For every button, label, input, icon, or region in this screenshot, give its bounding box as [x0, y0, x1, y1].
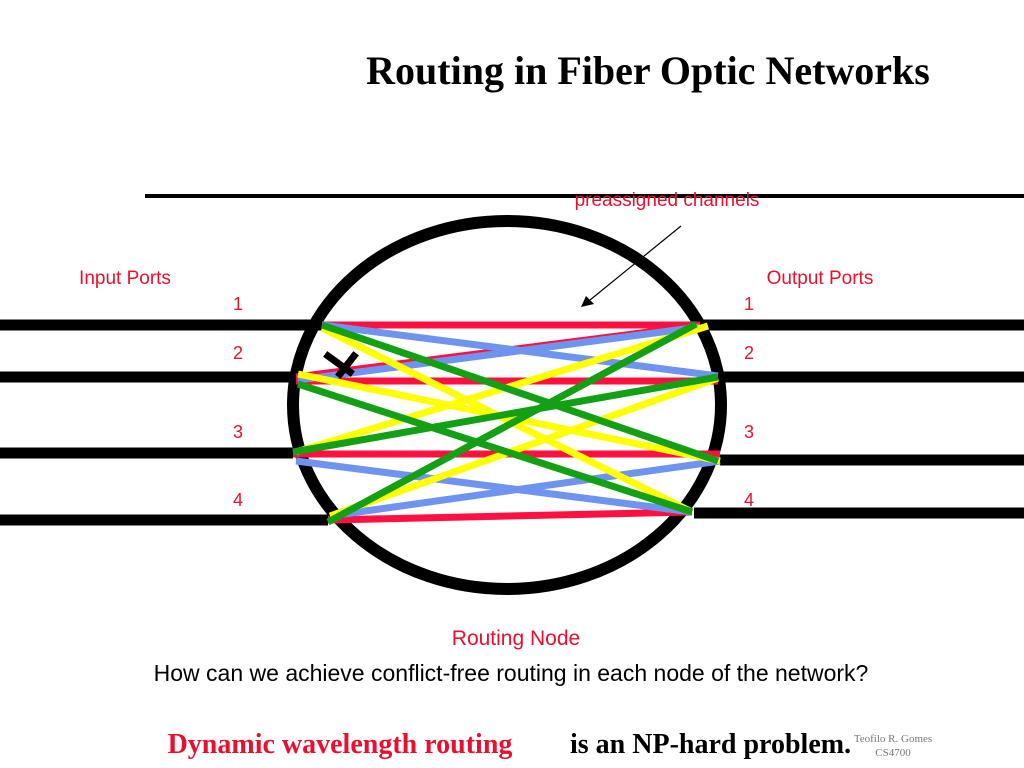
channel-green	[292, 373, 719, 456]
channel-blue	[295, 457, 693, 516]
conflict-marker	[323, 351, 359, 379]
output-ports-label: Output Ports	[767, 268, 874, 289]
channel-green	[320, 321, 720, 465]
input-port-number: 3	[233, 422, 243, 442]
wavelength-channels	[292, 320, 721, 526]
input-fibers	[0, 319, 328, 526]
channel-blue	[329, 457, 721, 520]
preassigned-channels-label: preassigned channels	[575, 190, 760, 211]
input-port-number: 1	[233, 294, 243, 314]
question-text: How can we achieve conflict-free routing…	[154, 660, 869, 686]
credit-line-1: Teofilo R. Gomes	[854, 733, 932, 745]
input-port-number: 2	[233, 343, 243, 363]
slide-title: Routing in Fiber Optic Networks	[366, 48, 930, 93]
input-ports-label: Input Ports	[79, 268, 171, 289]
channel-red	[327, 508, 693, 524]
output-port-number: 3	[744, 422, 754, 442]
input-port-number: 4	[233, 490, 243, 510]
conclusion-highlight: Dynamic wavelength routing	[168, 729, 513, 760]
channel-green	[326, 320, 698, 526]
routing-node-label: Routing Node	[452, 627, 580, 650]
preassigned-arrow-head	[581, 296, 594, 307]
output-port-number: 2	[744, 343, 754, 363]
output-fibers	[694, 319, 1024, 519]
channel-yellow	[320, 324, 694, 516]
conflict-marker-stroke	[335, 351, 359, 379]
output-port-number: 4	[744, 490, 754, 510]
routing-node-circle	[287, 215, 727, 595]
credit-line-2: CS4700	[875, 747, 911, 759]
channel-yellow	[328, 374, 720, 520]
conclusion-rest: is an NP-hard problem.	[570, 729, 851, 760]
output-port-number: 1	[744, 294, 754, 314]
channel-green	[296, 380, 694, 516]
channel-blue	[297, 323, 701, 384]
